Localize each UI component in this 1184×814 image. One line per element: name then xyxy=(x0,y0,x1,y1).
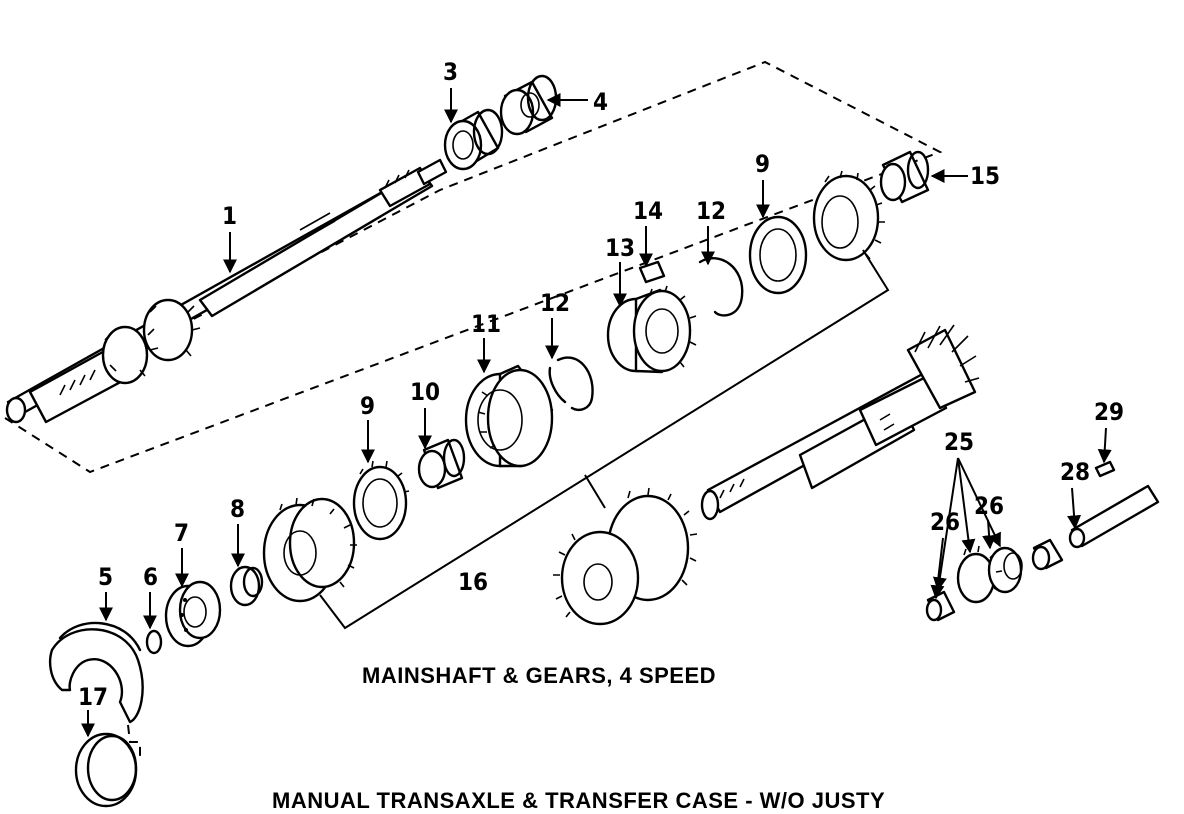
callout-12-lower: 12 xyxy=(540,289,570,317)
output-shaft-with-pinion xyxy=(700,324,980,521)
part-12-snap-ring-upper xyxy=(698,257,744,317)
callout-29: 29 xyxy=(1094,398,1124,426)
callout-5: 5 xyxy=(98,563,113,591)
callout-28: 28 xyxy=(1060,458,1090,486)
callout-13: 13 xyxy=(605,234,635,262)
part-6-snap-ring xyxy=(145,629,163,655)
part-9-synchronizer-ring-lower xyxy=(352,460,410,541)
shim-dash-connector xyxy=(127,724,141,760)
part-15-bushing xyxy=(879,150,930,204)
part-25-differential-pinion xyxy=(956,545,1023,604)
callout-15: 15 xyxy=(970,162,1000,190)
callout-12-upper: 12 xyxy=(696,197,726,225)
callout-14: 14 xyxy=(633,197,663,225)
callout-8: 8 xyxy=(230,495,245,523)
callout-16: 16 xyxy=(458,568,488,596)
part-9-synchronizer-ring-upper xyxy=(748,215,808,295)
part-4-bearing xyxy=(499,74,558,136)
part-8-thrust-washer xyxy=(229,565,264,607)
second-gear xyxy=(262,497,357,603)
callout-9-upper: 9 xyxy=(755,150,770,178)
callout-9-lower: 9 xyxy=(360,392,375,420)
callout-4: 4 xyxy=(593,88,608,116)
part-14-key xyxy=(638,260,666,284)
part-5-cover-plate xyxy=(48,621,144,724)
part-11-coupling-sleeve xyxy=(464,364,554,468)
part-10-needle-bearing xyxy=(417,438,466,490)
diagram-title: MANUAL TRANSAXLE & TRANSFER CASE - W/O J… xyxy=(272,788,885,813)
callout-3: 3 xyxy=(443,58,458,86)
leader-lines xyxy=(81,88,1112,738)
callout-26-right: 26 xyxy=(974,492,1004,520)
counter-gear-cluster xyxy=(553,487,698,626)
part-28-pinion-shaft xyxy=(1068,484,1160,549)
callout-6: 6 xyxy=(143,563,158,591)
assembly-dashed-outline xyxy=(4,60,943,474)
part-12-snap-ring-lower xyxy=(548,356,594,412)
part-7-bearing xyxy=(164,580,222,648)
callout-10: 10 xyxy=(410,378,440,406)
part-27-spacer xyxy=(1031,538,1064,571)
callout-1: 1 xyxy=(222,202,237,230)
part-13-synchronizer-hub xyxy=(606,285,697,374)
third-gear-upper xyxy=(812,170,885,262)
part-3-bearing xyxy=(443,108,504,171)
callout-25: 25 xyxy=(944,428,974,456)
part-1-mainshaft xyxy=(5,158,448,424)
callout-17: 17 xyxy=(78,683,108,711)
diagram-subtitle: MAINSHAFT & GEARS, 4 SPEED xyxy=(362,663,716,688)
callout-26-left: 26 xyxy=(930,508,960,536)
part-17-shim xyxy=(74,732,138,808)
group-16-bracket xyxy=(319,249,890,630)
part-29-pin xyxy=(1094,460,1116,478)
part-26-pinion-washer xyxy=(925,590,956,622)
callout-11: 11 xyxy=(471,310,501,338)
callout-7: 7 xyxy=(174,519,189,547)
